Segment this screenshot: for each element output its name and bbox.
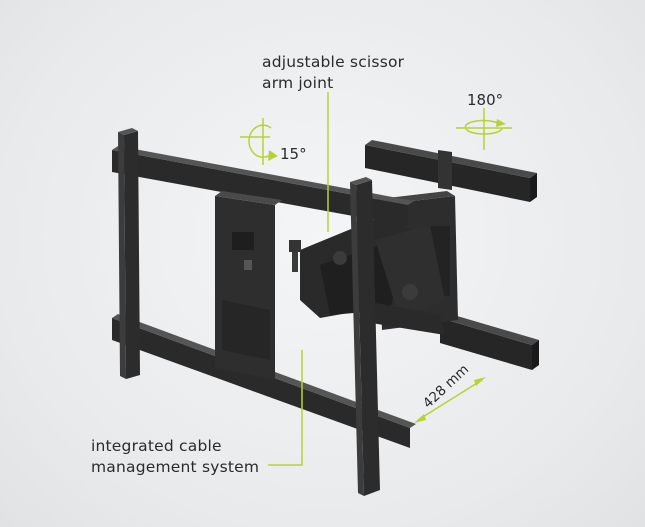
swivel-rotation-icon bbox=[456, 108, 512, 150]
scissor-joint-line1: adjustable scissor bbox=[262, 53, 405, 71]
right-vertical-bracket bbox=[350, 177, 380, 496]
center-plate bbox=[215, 191, 282, 380]
cable-management-line2: management system bbox=[91, 458, 260, 476]
lower-swing-arm bbox=[440, 313, 539, 370]
cable-management-callout: integrated cable management system bbox=[91, 436, 259, 478]
tilt-angle-label: 15° bbox=[280, 145, 307, 163]
cable-management-line1: integrated cable bbox=[91, 437, 222, 455]
left-vertical-bracket bbox=[118, 128, 140, 379]
top-rail bbox=[112, 146, 414, 226]
scissor-joint-callout: adjustable scissor arm joint bbox=[262, 52, 404, 94]
swivel-angle-label: 180° bbox=[467, 91, 504, 109]
adjustment-knob bbox=[289, 240, 301, 272]
dimension-arrow bbox=[414, 377, 486, 423]
cable-management-leader bbox=[268, 350, 303, 466]
tilt-rotation-icon bbox=[240, 118, 278, 165]
upper-swing-arm bbox=[365, 140, 537, 202]
scissor-joint-line2: arm joint bbox=[262, 74, 334, 92]
